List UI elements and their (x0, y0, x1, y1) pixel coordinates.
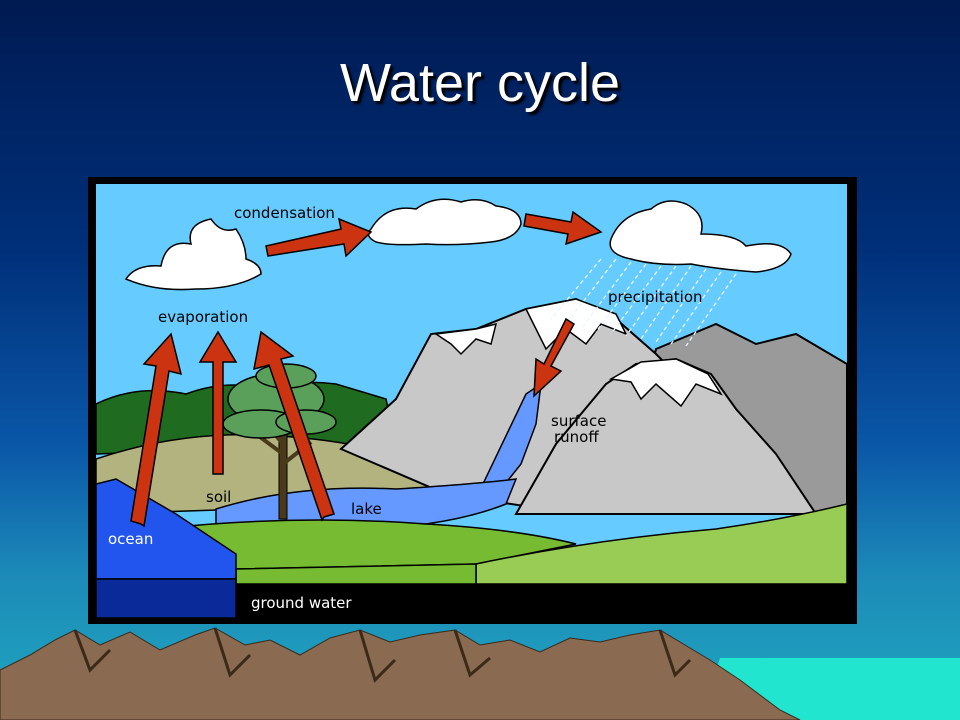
snow-cap-front (608, 358, 723, 408)
ocean (96, 478, 237, 580)
ground-water-strip (236, 584, 847, 618)
footer-mountain-range (0, 627, 960, 720)
arrow-precipitation (533, 317, 575, 398)
snow-cap-center (524, 298, 628, 351)
lake (215, 478, 518, 530)
ground-water (96, 578, 237, 618)
arrow-evaporation-ocean (130, 332, 183, 528)
grass-left (154, 519, 577, 570)
label-evaporation: evaporation (158, 308, 248, 326)
cloud-left (124, 218, 262, 291)
diagram-canvas: condensation evaporation precipitation s… (96, 184, 847, 618)
label-precipitation: precipitation (608, 288, 703, 306)
label-surface: surface (551, 412, 606, 430)
label-soil: soil (206, 488, 231, 506)
footer-mountain-shadows (73, 627, 692, 683)
snow-cap-left (433, 322, 498, 356)
label-lake: lake (351, 500, 382, 518)
arrow-condensation-1 (265, 217, 373, 258)
label-condensation: condensation (234, 204, 335, 222)
label-ground-water: ground water (251, 594, 352, 612)
slide-title: Water cycle (339, 53, 621, 113)
arrow-evaporation-soil (198, 330, 238, 475)
arrow-condensation-2 (523, 210, 603, 246)
label-ocean: ocean (108, 530, 153, 548)
precipitation-streaks (550, 258, 737, 347)
arrow-evaporation-lake (253, 330, 335, 522)
water-cycle-diagram: condensation evaporation precipitation s… (88, 177, 857, 624)
footer-mountains-shape (0, 627, 801, 720)
grass-right (475, 503, 847, 585)
cloud-center (367, 198, 522, 246)
label-runoff: runoff (554, 428, 599, 446)
cloud-right (609, 200, 792, 273)
tree (222, 363, 337, 520)
